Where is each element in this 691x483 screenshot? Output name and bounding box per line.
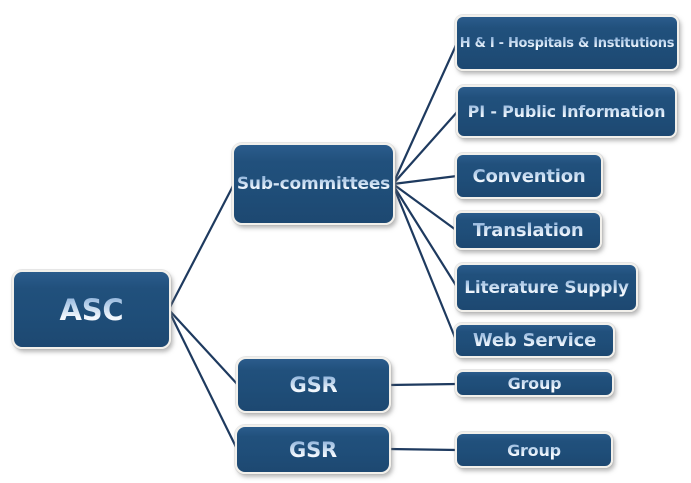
node-sub-committees-label: Sub-committees bbox=[236, 174, 391, 194]
node-web-service: Web Service bbox=[454, 323, 615, 358]
node-literature-supply: Literature Supply bbox=[455, 263, 638, 312]
node-group-2-label: Group bbox=[507, 440, 561, 460]
connector-asc-gsr-1 bbox=[168, 309, 239, 386]
node-pi-label: PI - Public Information bbox=[467, 102, 666, 121]
node-asc-label: ASC bbox=[59, 292, 124, 327]
connector-sub-literature bbox=[392, 184, 458, 288]
connector-asc-gsr-2 bbox=[168, 310, 238, 450]
node-web-service-label: Web Service bbox=[472, 330, 597, 351]
connector-gsr1-group1 bbox=[388, 382, 458, 387]
node-convention: Convention bbox=[455, 153, 603, 199]
connector-gsr2-group2 bbox=[388, 447, 458, 452]
node-pi: PI - Public Information bbox=[456, 85, 677, 138]
node-literature-supply-label: Literature Supply bbox=[464, 277, 629, 298]
node-gsr-2-label: GSR bbox=[289, 437, 337, 462]
node-gsr-2: GSR bbox=[235, 425, 391, 474]
connector-sub-translation bbox=[392, 183, 457, 231]
node-translation-label: Translation bbox=[472, 220, 584, 241]
connector-asc-sub-committees bbox=[168, 183, 235, 310]
node-translation: Translation bbox=[454, 211, 602, 250]
node-group-2: Group bbox=[455, 432, 613, 468]
node-convention-label: Convention bbox=[472, 165, 586, 187]
connector-sub-convention bbox=[392, 174, 458, 186]
node-gsr-1: GSR bbox=[236, 357, 391, 413]
node-group-1-label: Group bbox=[507, 374, 562, 393]
node-sub-committees: Sub-committees bbox=[232, 143, 395, 225]
node-h-and-i: H & I - Hospitals & Institutions bbox=[455, 15, 679, 71]
node-h-and-i-label: H & I - Hospitals & Institutions bbox=[459, 35, 675, 51]
connector-sub-web-service bbox=[391, 184, 458, 341]
connector-sub-pi bbox=[392, 110, 459, 185]
node-group-1: Group bbox=[455, 370, 614, 397]
connector-sub-h-and-i bbox=[391, 42, 459, 185]
node-gsr-1-label: GSR bbox=[289, 373, 338, 397]
node-asc: ASC bbox=[12, 270, 171, 349]
